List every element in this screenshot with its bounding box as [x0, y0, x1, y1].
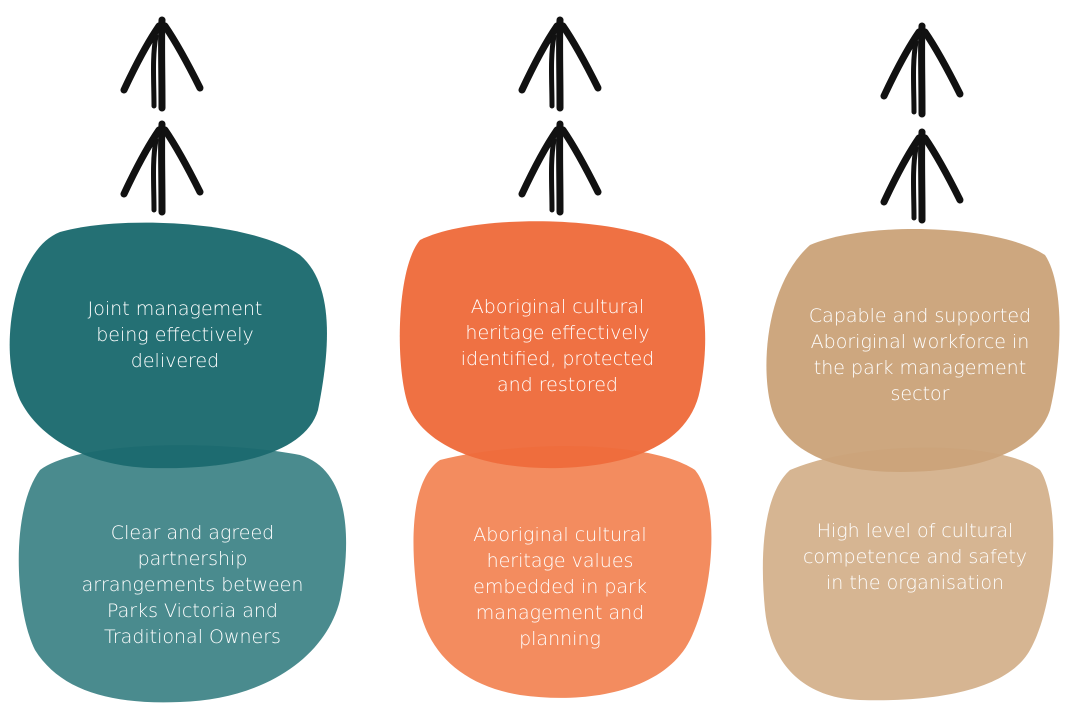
arrow-up-icon: [884, 26, 960, 114]
blob-column-1-bottom: [18, 445, 347, 703]
arrow-group-1: [124, 20, 200, 212]
column-2-top-text: Aboriginal cultural heritage effectively…: [460, 296, 655, 396]
arrow-up-icon: [522, 20, 598, 108]
column-3-bottom-text: High level of cultural competence and sa…: [802, 520, 1028, 594]
column-1-bottom-text: Clear and agreed partnership arrangement…: [81, 522, 304, 648]
blob-column-1-top: [9, 222, 327, 469]
blob-column-2-bottom: [413, 446, 712, 698]
arrow-up-icon: [124, 124, 200, 212]
column-3-top-text: Capable and supported Aboriginal workfor…: [808, 305, 1032, 405]
arrow-up-icon: [884, 132, 960, 220]
blob-column-3-bottom: [762, 447, 1054, 701]
arrow-group-3: [884, 26, 960, 220]
arrow-up-icon: [522, 124, 598, 212]
blob-column-3-top: [766, 228, 1060, 472]
blob-column-2-top: [399, 221, 706, 469]
arrow-group-2: [522, 20, 598, 212]
column-1-top-text: Joint management being effectively deliv…: [87, 298, 263, 372]
arrow-up-icon: [124, 20, 200, 108]
column-2-bottom-text: Aboriginal cultural heritage values embe…: [473, 524, 647, 650]
